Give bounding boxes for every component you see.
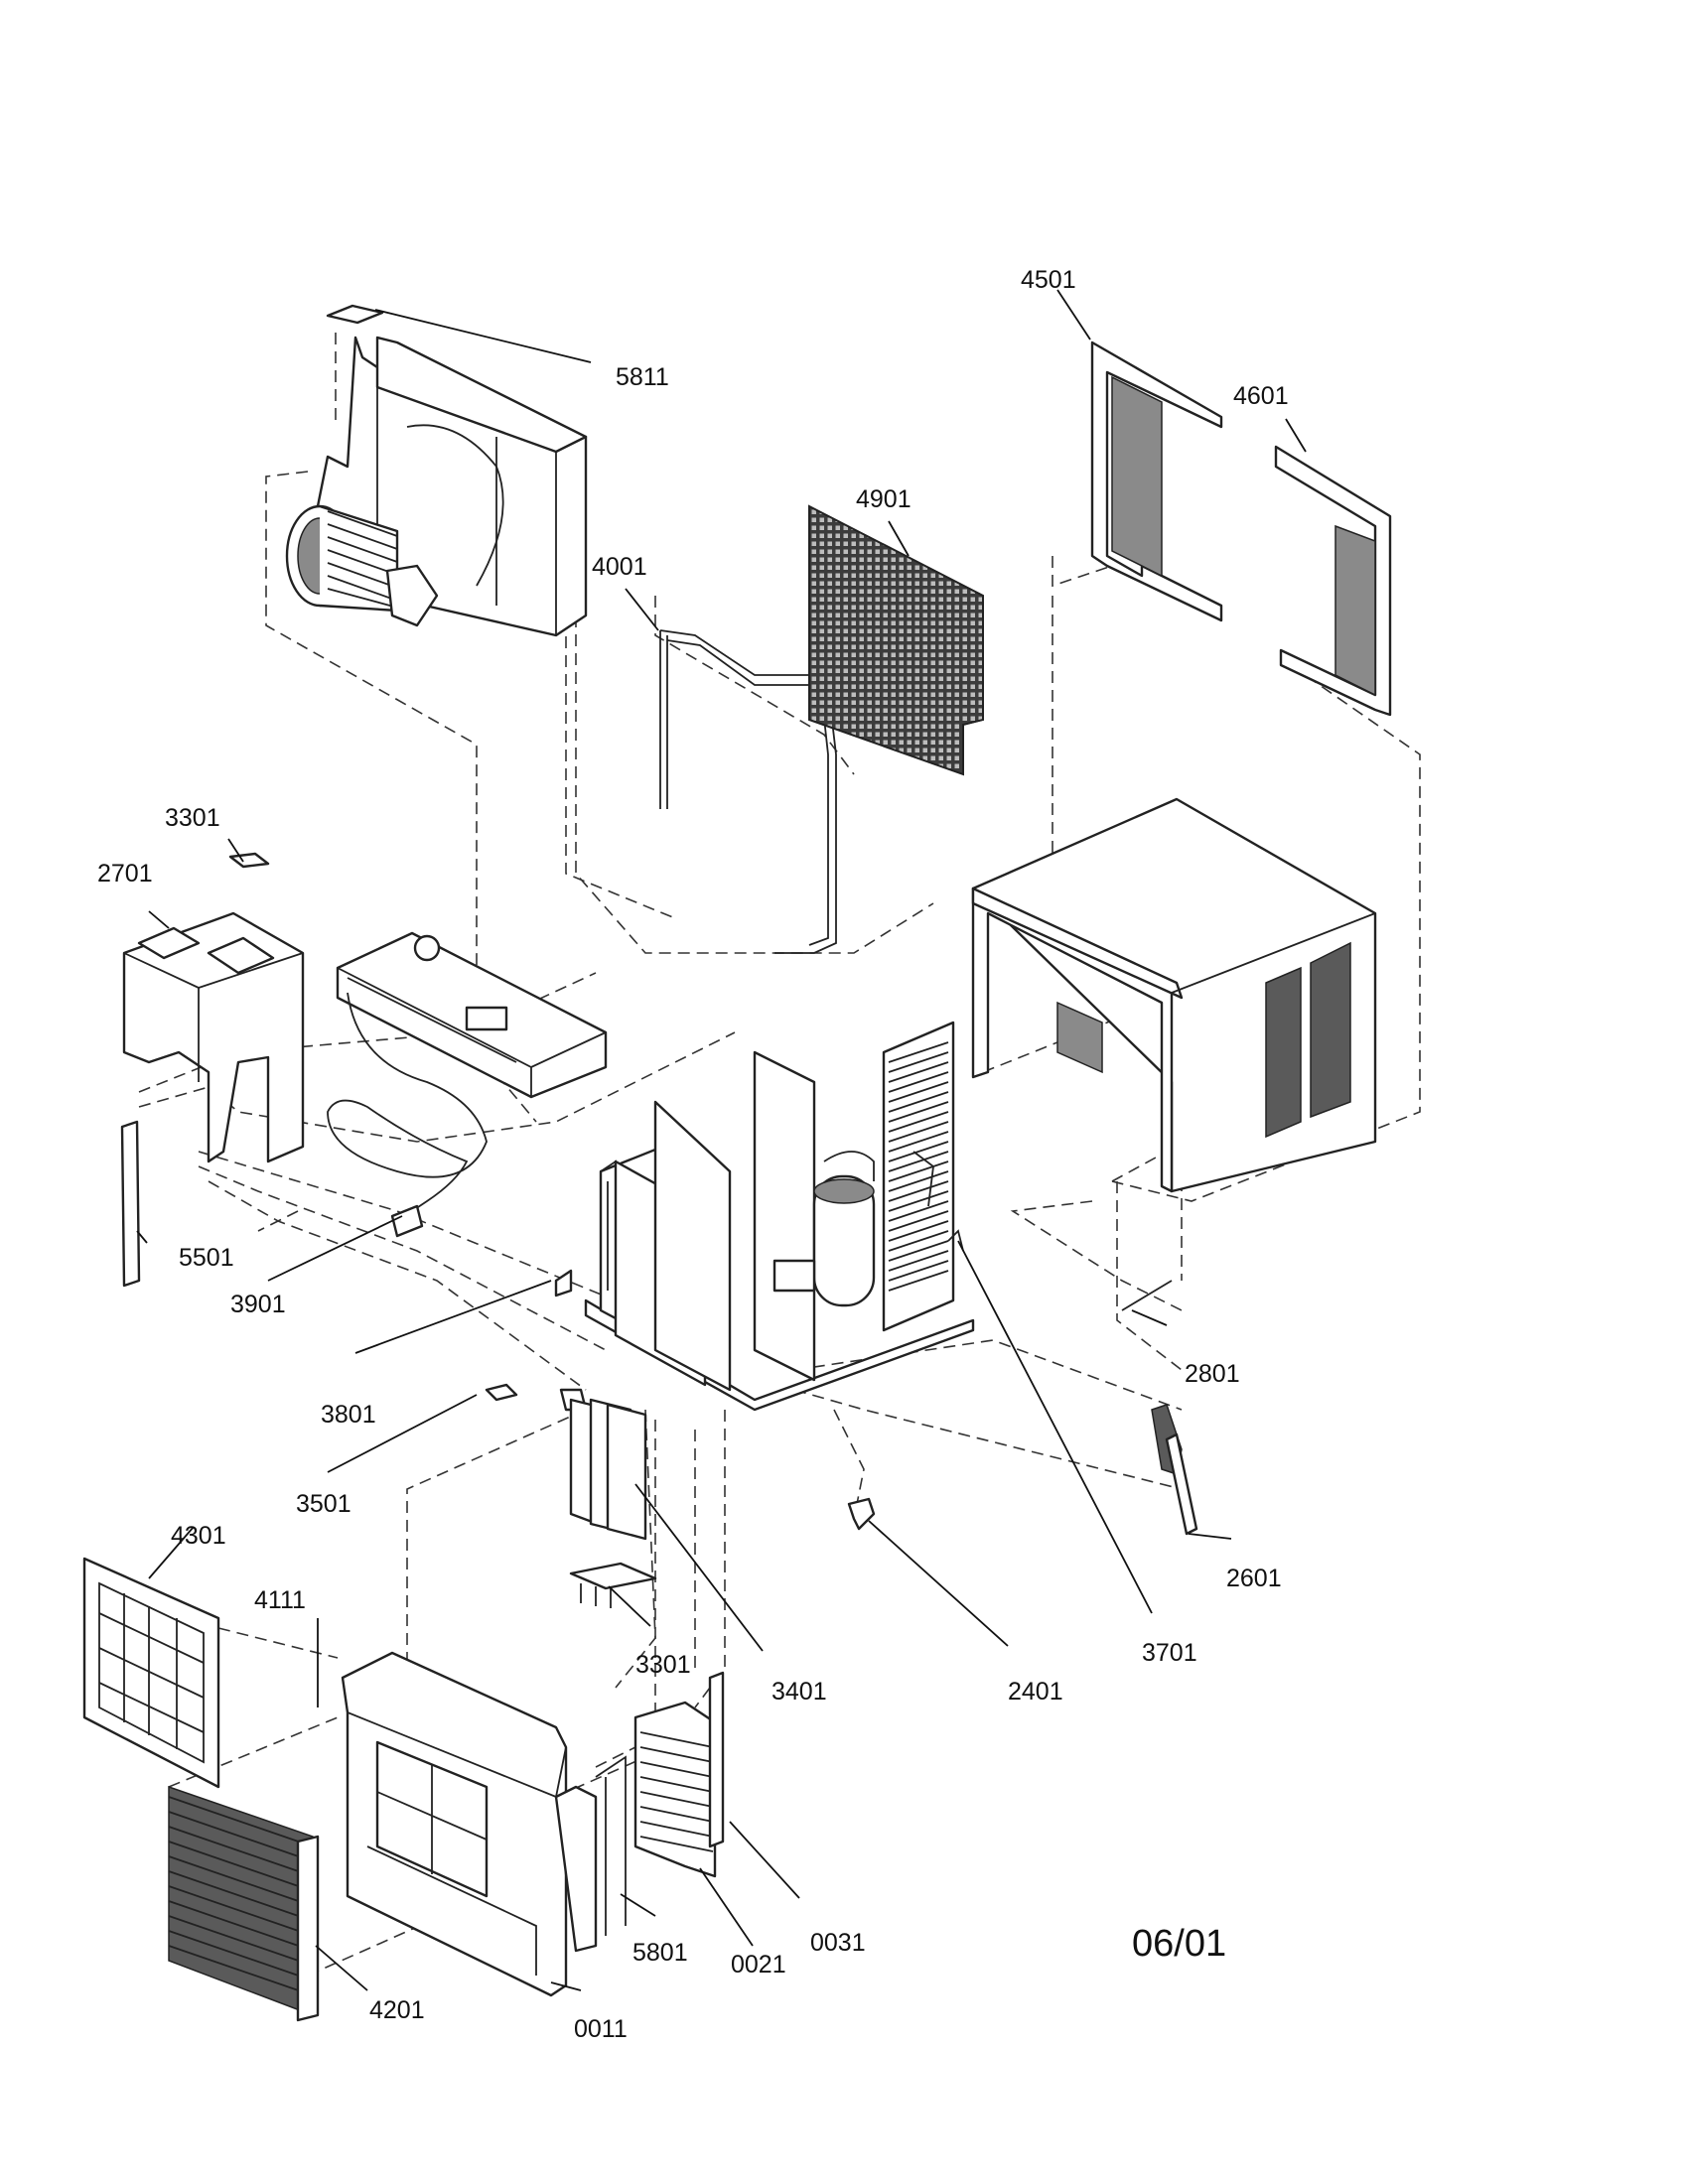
base-chassis-assembly (584, 1021, 975, 1412)
label-3301-top: 3301 (165, 804, 220, 832)
date-code: 06/01 (1132, 1923, 1226, 1965)
label-3401: 3401 (772, 1678, 827, 1706)
label-3901: 3901 (230, 1291, 286, 1318)
front-panel-0011 (341, 1651, 627, 1997)
control-box-3901 (327, 931, 608, 1238)
label-5811: 5811 (616, 363, 669, 391)
label-0011: 0011 (574, 2015, 628, 2043)
label-2801: 2801 (1185, 1360, 1240, 1388)
label-4111: 4111 (254, 1586, 306, 1614)
label-0021: 0021 (731, 1951, 786, 1979)
filter-4301 (82, 1557, 220, 1789)
label-4201: 4201 (369, 1996, 425, 2024)
outer-cabinet (971, 797, 1377, 1193)
label-3501: 3501 (296, 1490, 351, 1518)
label-3801: 3801 (321, 1401, 376, 1429)
blower-housing-assembly (285, 304, 588, 637)
label-2401: 2401 (1008, 1678, 1063, 1706)
small-parts (485, 1229, 1198, 1608)
label-3301-bottom: 3301 (635, 1651, 691, 1679)
label-4001: 4001 (592, 553, 647, 581)
label-4501: 4501 (1021, 266, 1076, 294)
label-3701: 3701 (1142, 1639, 1197, 1667)
part-labels: 5811 4501 4601 4901 4001 3301 2701 5501 … (97, 266, 1289, 2043)
label-0031: 0031 (810, 1929, 866, 1957)
label-5501: 5501 (179, 1244, 234, 1272)
mesh-screen-4901 (808, 504, 984, 776)
label-4901: 4901 (856, 485, 912, 513)
louver-0021 (633, 1671, 725, 1878)
housing-2701 (120, 852, 305, 1288)
label-2601: 2601 (1226, 1565, 1282, 1592)
label-4601: 4601 (1233, 382, 1289, 410)
label-5801: 5801 (632, 1939, 688, 1967)
front-grille-4201 (168, 1785, 320, 2022)
label-2701: 2701 (97, 860, 153, 887)
side-curtain-frames (1090, 341, 1392, 717)
label-4301: 4301 (171, 1522, 226, 1550)
leader-lines (136, 289, 1307, 1991)
